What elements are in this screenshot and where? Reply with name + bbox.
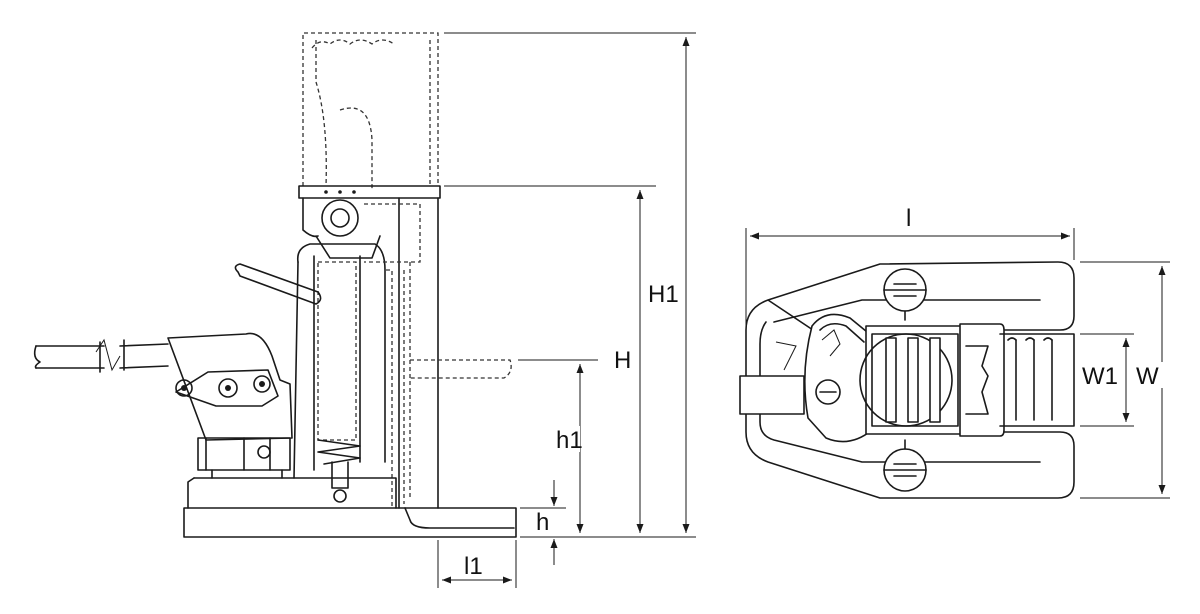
- label-l1: l1: [464, 553, 483, 580]
- bolt-top: [883, 268, 927, 321]
- raised-ram-dashed: [302, 32, 439, 190]
- side-view: H1 H h1 h l1: [33, 32, 696, 588]
- label-h1: h1: [556, 427, 583, 454]
- claw-toe: [959, 323, 1075, 437]
- dimension-lines-top: [745, 228, 1170, 499]
- pump-handle: [234, 263, 322, 305]
- pump-assembly: [167, 332, 293, 479]
- label-H: H: [614, 347, 631, 374]
- label-l: l: [906, 205, 911, 232]
- label-W: W: [1136, 363, 1159, 390]
- ram-head: [859, 325, 965, 435]
- top-view-labels: l W1 W: [906, 205, 1164, 390]
- top-view: l W1 W: [739, 205, 1170, 499]
- label-h: h: [536, 509, 549, 536]
- label-W1: W1: [1082, 363, 1118, 390]
- dimension-lines-side: [437, 32, 696, 588]
- hydraulic-hose: [33, 338, 169, 373]
- label-H1: H1: [648, 281, 679, 308]
- side-view-labels: H1 H h1 h l1: [464, 280, 684, 580]
- valve-ring: [775, 313, 873, 443]
- bolt-bottom: [883, 439, 927, 492]
- jack-body: [183, 185, 517, 538]
